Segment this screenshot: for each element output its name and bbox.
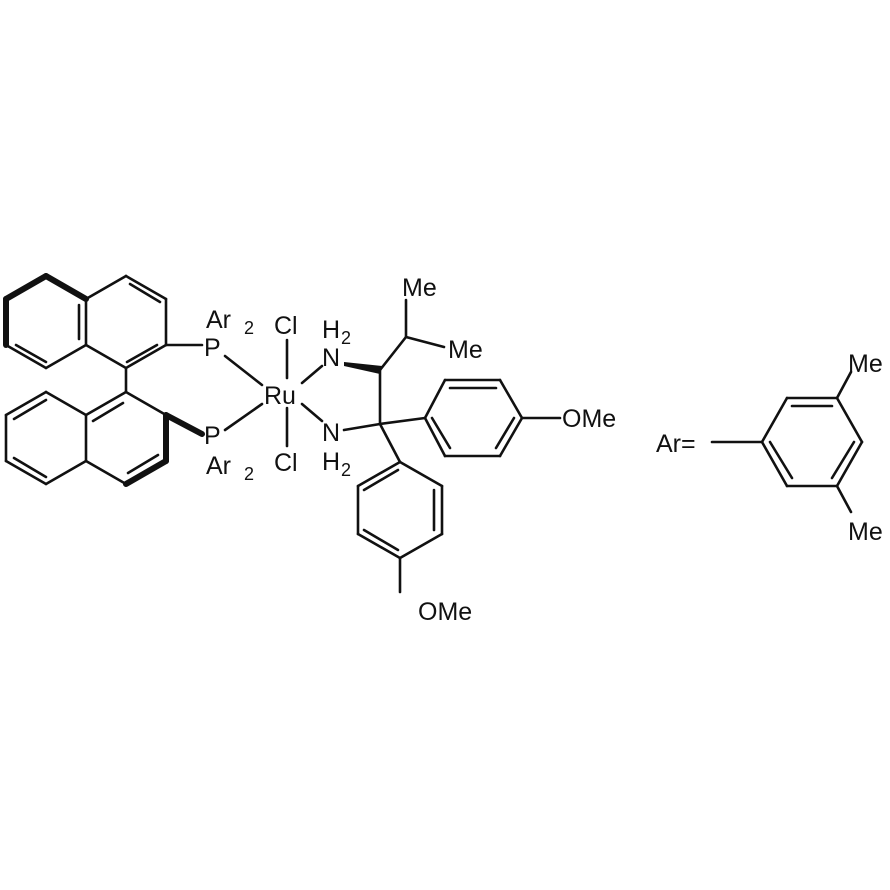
ch-me-bond-right bbox=[404, 335, 446, 349]
c-ch-bond bbox=[378, 335, 408, 372]
methoxy-right-label: OMe bbox=[562, 405, 616, 433]
upper-naphthalene bbox=[3, 273, 168, 370]
n-c-bond-bottom bbox=[342, 422, 382, 432]
methyl-top-ar-label: Me bbox=[848, 350, 883, 378]
ar2-bottom-label: Ar bbox=[206, 452, 231, 480]
chlorine-bottom-label: Cl bbox=[274, 449, 298, 477]
nh2-bottom-h-label: H bbox=[322, 448, 340, 476]
p-ru-bond-bottom bbox=[223, 402, 264, 432]
ar-definition-label: Ar= bbox=[656, 430, 696, 458]
methyl-bottom-ar-label: Me bbox=[848, 518, 883, 546]
nh2-top-subscript: 2 bbox=[341, 328, 351, 348]
dimethylphenyl-ring bbox=[710, 370, 864, 514]
ruthenium-label: Ru bbox=[264, 382, 296, 410]
ar2-bottom-subscript: 2 bbox=[244, 464, 254, 484]
lower-naphthalene bbox=[4, 390, 169, 487]
ru-n-bond-bottom bbox=[300, 402, 324, 423]
wedge-bond-n-c bbox=[344, 362, 382, 374]
methyl-top-label: Me bbox=[402, 274, 437, 302]
methyl-mid-label: Me bbox=[448, 336, 483, 364]
chlorine-top-label: Cl bbox=[274, 312, 298, 340]
nitrogen-top-label: N bbox=[322, 344, 340, 372]
phosphorus-top-label: P bbox=[204, 334, 221, 362]
ru-n-bond-top bbox=[300, 364, 324, 385]
nh2-top-h-label: H bbox=[322, 316, 340, 344]
methoxyphenyl-ring-bottom bbox=[356, 422, 444, 594]
nitrogen-bottom-label: N bbox=[322, 419, 340, 447]
ar2-top-subscript: 2 bbox=[244, 318, 254, 338]
ar2-top-label: Ar bbox=[206, 306, 231, 334]
phosphorus-bottom-label: P bbox=[204, 422, 221, 450]
nh2-bottom-subscript: 2 bbox=[341, 460, 351, 480]
methoxyphenyl-ring-right bbox=[378, 378, 562, 458]
methoxy-bottom-label: OMe bbox=[418, 598, 472, 626]
p-ru-bond-top bbox=[223, 354, 264, 387]
c-p-bond-bottom bbox=[163, 412, 205, 437]
